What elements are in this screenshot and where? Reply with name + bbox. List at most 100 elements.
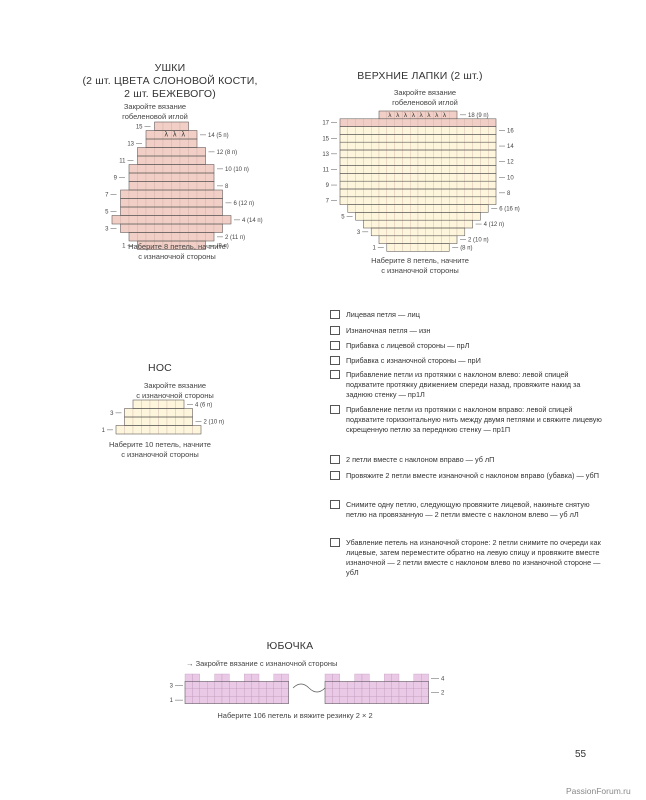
paws-cell: [410, 134, 419, 143]
paws-cell: [425, 196, 434, 205]
paws-cell: [417, 126, 426, 135]
paws-right-row-number: 14: [507, 144, 514, 150]
skirt-cell: [236, 688, 245, 697]
paws-cell: [441, 235, 450, 244]
paws-cell: [480, 204, 489, 213]
nose-left-row-number: 3: [110, 411, 114, 417]
ears-title-line-1: УШКИ: [154, 62, 186, 74]
decrease-symbol: λ: [396, 112, 400, 119]
paws-cell: [339, 188, 348, 197]
skirt-cell: [221, 681, 230, 689]
paws-cell: [371, 173, 380, 182]
ears-cell: [120, 206, 130, 216]
paws-left-row-number: 3: [357, 230, 361, 236]
paws-cell: [355, 134, 364, 143]
paws-cell: [371, 188, 380, 197]
ears-right-row-number: 8: [225, 184, 229, 190]
skirt-cell: [398, 696, 407, 704]
skirt-cell: [391, 673, 400, 682]
ears-cell: [179, 198, 189, 208]
ears-cell: [154, 172, 164, 182]
ears-right-row-number: 12 (8 п): [217, 150, 238, 156]
paws-cell: [378, 126, 387, 135]
paws-cell: [410, 126, 419, 135]
paws-cell: [441, 173, 450, 182]
skirt-cell: [266, 688, 274, 697]
nose-cell: [132, 408, 142, 418]
ears-left-row-number: 3: [105, 226, 109, 232]
paws-cell: [402, 235, 411, 244]
paws-cell: [456, 165, 465, 174]
ears-cell: [179, 138, 189, 148]
paws-cell: [378, 173, 387, 182]
paws-cell: [363, 126, 372, 135]
ears-cell: [162, 232, 172, 242]
ears-cell: [196, 155, 206, 165]
paws-cell: [425, 243, 434, 252]
skirt-cell: [273, 673, 282, 682]
ears-cell: [128, 215, 138, 225]
ears-cell: [128, 189, 138, 199]
ears-cell: [188, 138, 198, 148]
paws-cell: [464, 196, 473, 205]
skirt-cell: [332, 696, 340, 704]
paws-cell: [386, 157, 395, 166]
ears-cell: [179, 155, 189, 165]
ears-cell: [171, 164, 181, 174]
paws-right-row-number: 4 (12 п): [484, 222, 505, 228]
skirt-cell: [376, 681, 385, 689]
skirt-cell: [406, 696, 414, 704]
ears-cell: [188, 155, 198, 165]
paws-cell: [378, 181, 387, 190]
paws-cell: [371, 181, 380, 190]
paws-cell: [402, 118, 411, 127]
ssp-icon: [330, 538, 340, 547]
ears-cell: [120, 215, 130, 225]
skirt-cell: [361, 696, 370, 704]
paws-cell: [402, 227, 411, 236]
skirt-cell: [376, 696, 385, 704]
decrease-symbol: λ: [173, 131, 177, 138]
ears-cell: [154, 164, 164, 174]
paws-cell: [441, 188, 450, 197]
paws-cell: [441, 134, 450, 143]
paws-cell: [394, 243, 403, 252]
nose-cell: [141, 399, 151, 409]
paws-cell: [425, 142, 434, 151]
skirt-cell: [354, 688, 363, 697]
ears-cell: [222, 215, 232, 225]
paws-left-row-number: 11: [323, 167, 330, 173]
nose-cell: [192, 425, 202, 435]
skirt-cell: [207, 688, 215, 697]
paws-cell: [410, 204, 419, 213]
paws-cell: [386, 235, 395, 244]
ears-cell: [188, 232, 198, 242]
paws-left-row-number: 15: [322, 136, 329, 142]
paws-cell: [402, 220, 411, 229]
ears-cast-on-note: Наберите 8 петель, начните с изнаночной …: [128, 242, 226, 261]
skirt-cell: [354, 696, 363, 704]
paws-cell: [472, 149, 481, 158]
paws-cell: [386, 243, 395, 252]
skirt-cell: [361, 681, 370, 689]
skirt-outline: [324, 681, 429, 704]
paws-cell: [441, 212, 450, 221]
paws-cell: [410, 243, 419, 252]
ears-cell: [171, 147, 181, 157]
paws-cell: [433, 196, 442, 205]
ears-cell: [171, 215, 181, 225]
ears-cell: [111, 215, 121, 225]
ears-cell: [137, 181, 147, 191]
ears-cell: [213, 198, 223, 208]
skirt-cell: [281, 696, 289, 704]
paws-cell: [449, 173, 458, 182]
paws-cell: [480, 173, 489, 182]
paws-cell: [488, 165, 497, 174]
paws-cell: [456, 188, 465, 197]
skirt-title: ЮБОЧКА: [266, 640, 314, 652]
paws-cell: [394, 134, 403, 143]
paws-cell: [410, 227, 419, 236]
skirt-cell: [361, 688, 370, 697]
nose-cell: [115, 425, 125, 435]
paws-right-row-number: 6 (16 п): [499, 206, 520, 212]
